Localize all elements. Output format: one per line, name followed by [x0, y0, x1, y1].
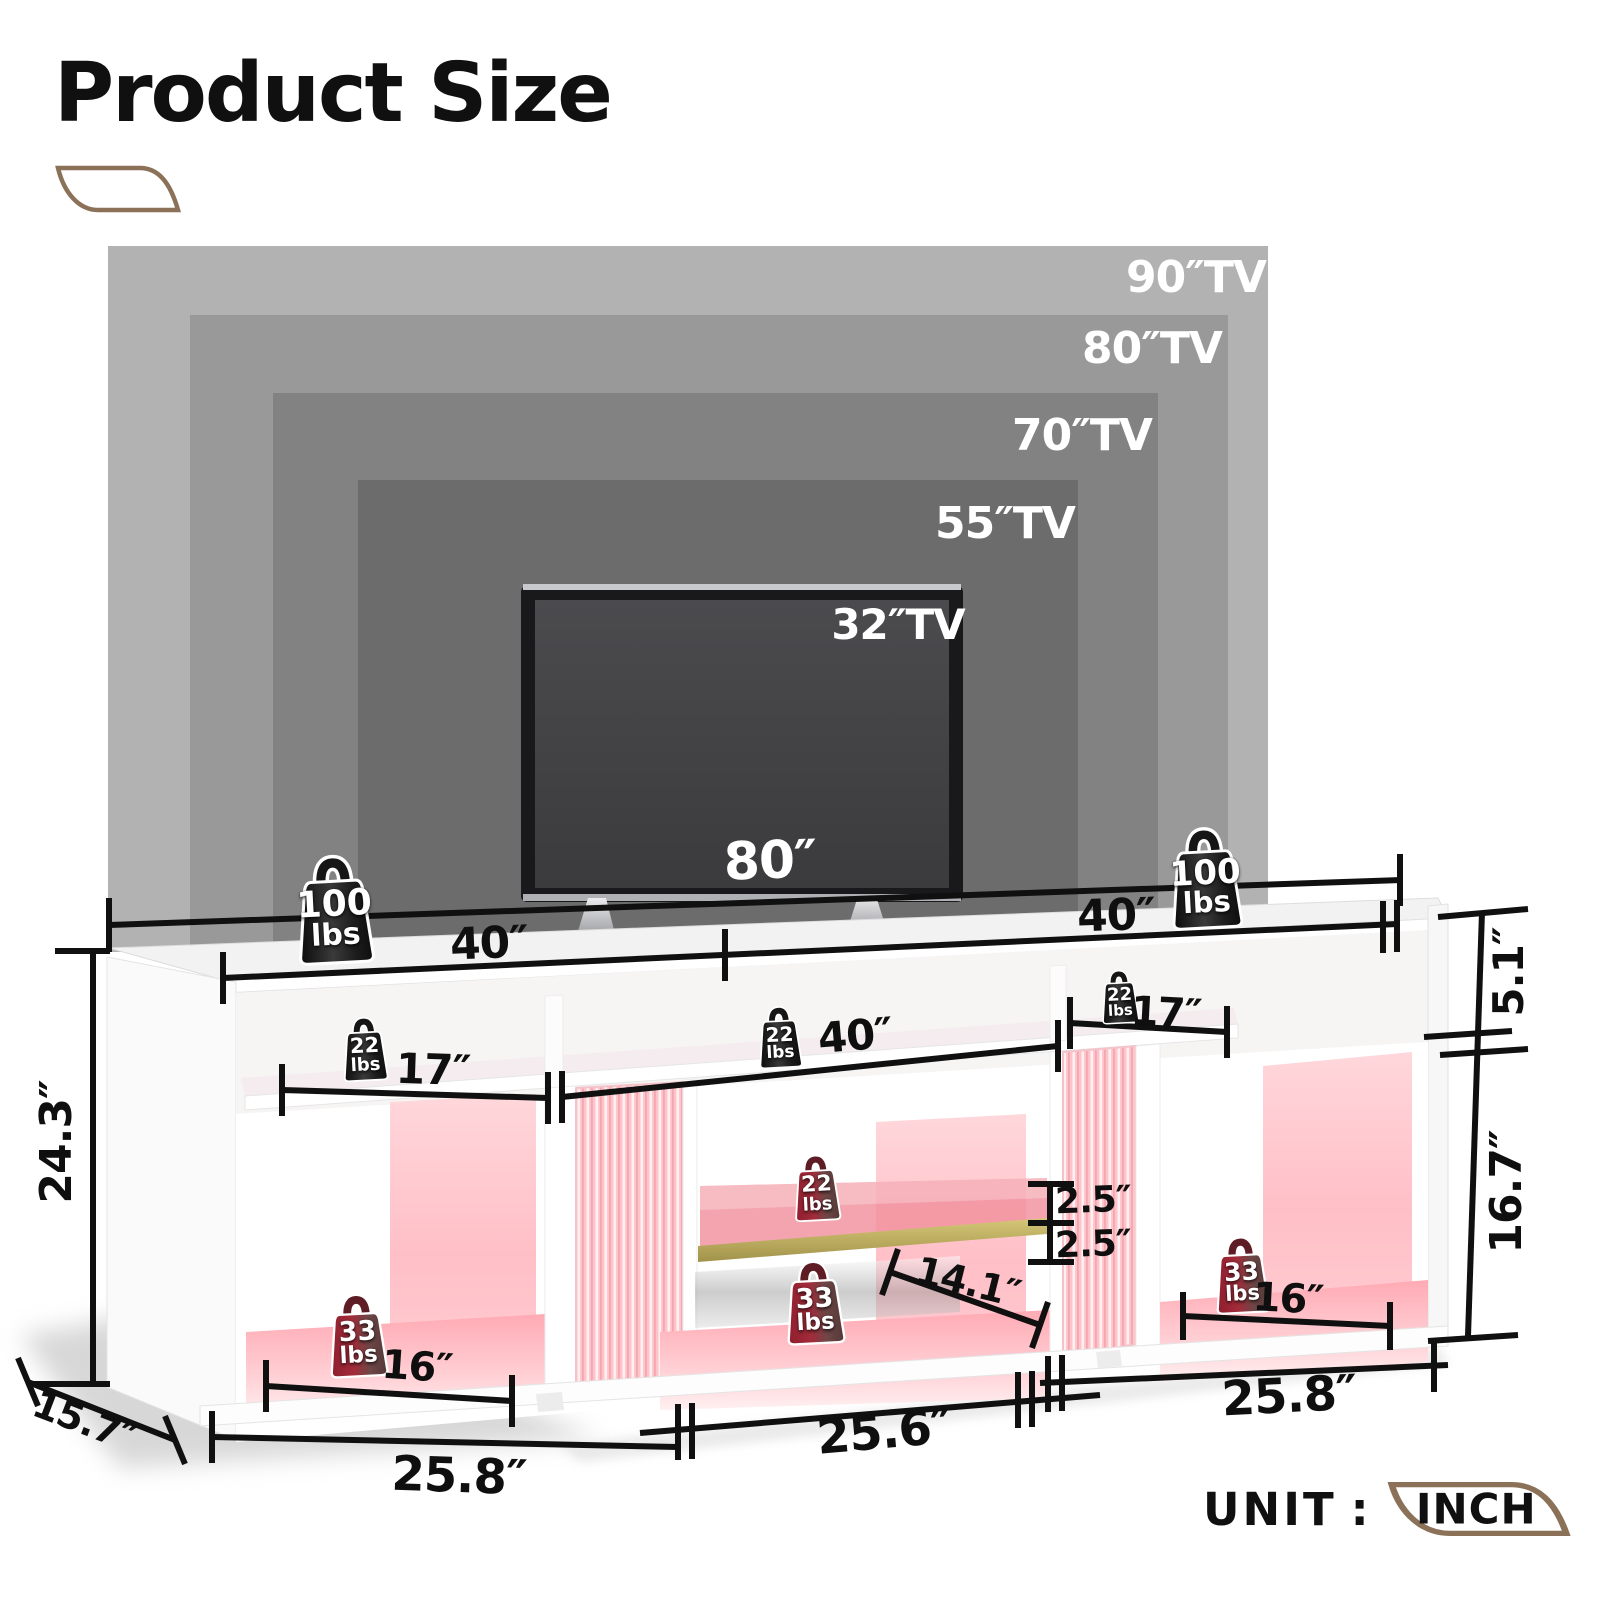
dim-bottom-left: 25.8″: [390, 1445, 528, 1507]
dim-top-left-40: 40″: [448, 916, 529, 971]
dim-cabinet-height: 16.7″: [1481, 1130, 1532, 1254]
dim-bottom-right: 25.8″: [1220, 1364, 1358, 1428]
weight-33lbs-left: [330, 1293, 389, 1379]
glass-shelf-sheen: [700, 1178, 1047, 1210]
unit-leaf-outline: [1387, 1482, 1571, 1536]
weight-label-22-right: 22 lbs: [1106, 983, 1134, 1021]
weight-label-22-glass: 22 lbs: [800, 1171, 833, 1216]
weight-label-33-left: 33 lbs: [337, 1315, 379, 1369]
tv-label-55: 55″TV: [935, 498, 1076, 549]
weight-22lbs-glass-shelf: [795, 1154, 842, 1223]
dim-tv-total-width: 80″: [722, 829, 818, 893]
weight-label-100-left: 100 lbs: [295, 881, 373, 955]
dim-upper-shelf-height: 5.1″: [1484, 927, 1533, 1017]
dim-shelf-right-17: 17″: [1129, 988, 1203, 1038]
stand-right-panel: [1427, 903, 1449, 1341]
dim-shelf-left-17: 17″: [395, 1043, 471, 1096]
capacity-weights: [299, 827, 1271, 1379]
dim-shelf-middle-40: 40″: [815, 1007, 895, 1064]
stand-foot-left: [536, 1392, 564, 1412]
left-cabinet-pink-back: [390, 1094, 536, 1386]
weight-22lbs-middle: [759, 1006, 803, 1070]
dim-glass-below: 2.5″: [1054, 1222, 1132, 1267]
weight-100lbs-right: [1172, 827, 1244, 931]
tv-stand: [106, 897, 1449, 1442]
weight-label-22-middle: 22 lbs: [765, 1021, 796, 1064]
dim-bottom-middle: 25.6″: [814, 1398, 954, 1466]
stand-left-panel: [106, 956, 237, 1441]
weight-label-33-right: 33 lbs: [1223, 1256, 1261, 1306]
right-cabinet-pink-back: [1263, 1052, 1412, 1340]
unit-label: UNIT: [1203, 1482, 1337, 1536]
unit-leaf-badge: INCH: [1383, 1480, 1575, 1538]
glass-shelf-top: [700, 1178, 1047, 1248]
unit-note: UNIT : INCH: [1203, 1479, 1575, 1539]
dim-top-right-40: 40″: [1076, 888, 1156, 943]
dim-glass-above: 2.5″: [1054, 1178, 1132, 1223]
page-title: Product Size: [54, 46, 613, 141]
weight-100lbs-left: [299, 854, 375, 966]
stand-foot-right: [1096, 1350, 1122, 1368]
tv-label-80: 80″TV: [1082, 323, 1223, 374]
lower-wall-4: [1135, 1043, 1161, 1353]
weight-33lbs-right: [1216, 1236, 1271, 1315]
weight-label-100-right: 100 lbs: [1168, 851, 1242, 921]
weight-22lbs-right: [1102, 970, 1140, 1025]
lower-wall-1: [544, 1085, 577, 1396]
tv-label-32: 32″TV: [831, 600, 965, 649]
unit-value: INCH: [1415, 1484, 1537, 1534]
dim-right-cabinet-16: 16″: [1251, 1274, 1325, 1324]
weight-label-22-left: 22 lbs: [349, 1032, 381, 1077]
weight-33lbs-middle: [787, 1260, 846, 1346]
tv-label-70: 70″TV: [1012, 410, 1153, 461]
weight-22lbs-left: [343, 1016, 389, 1083]
tv-label-90: 90″TV: [1126, 252, 1267, 303]
unit-separator: :: [1350, 1482, 1369, 1536]
glass-shelf-gold-edge: [698, 1218, 1047, 1262]
shelf-board-top: [241, 1008, 1238, 1096]
brand-leaf-logo: [55, 165, 181, 213]
upper-divider-right: [1049, 964, 1067, 1043]
shelf-board-front: [244, 1023, 1239, 1111]
dim-left-cabinet-16: 16″: [380, 1341, 454, 1393]
dim-overall-height: 24.3″: [31, 1080, 82, 1204]
weight-label-33-middle: 33 lbs: [794, 1282, 836, 1336]
